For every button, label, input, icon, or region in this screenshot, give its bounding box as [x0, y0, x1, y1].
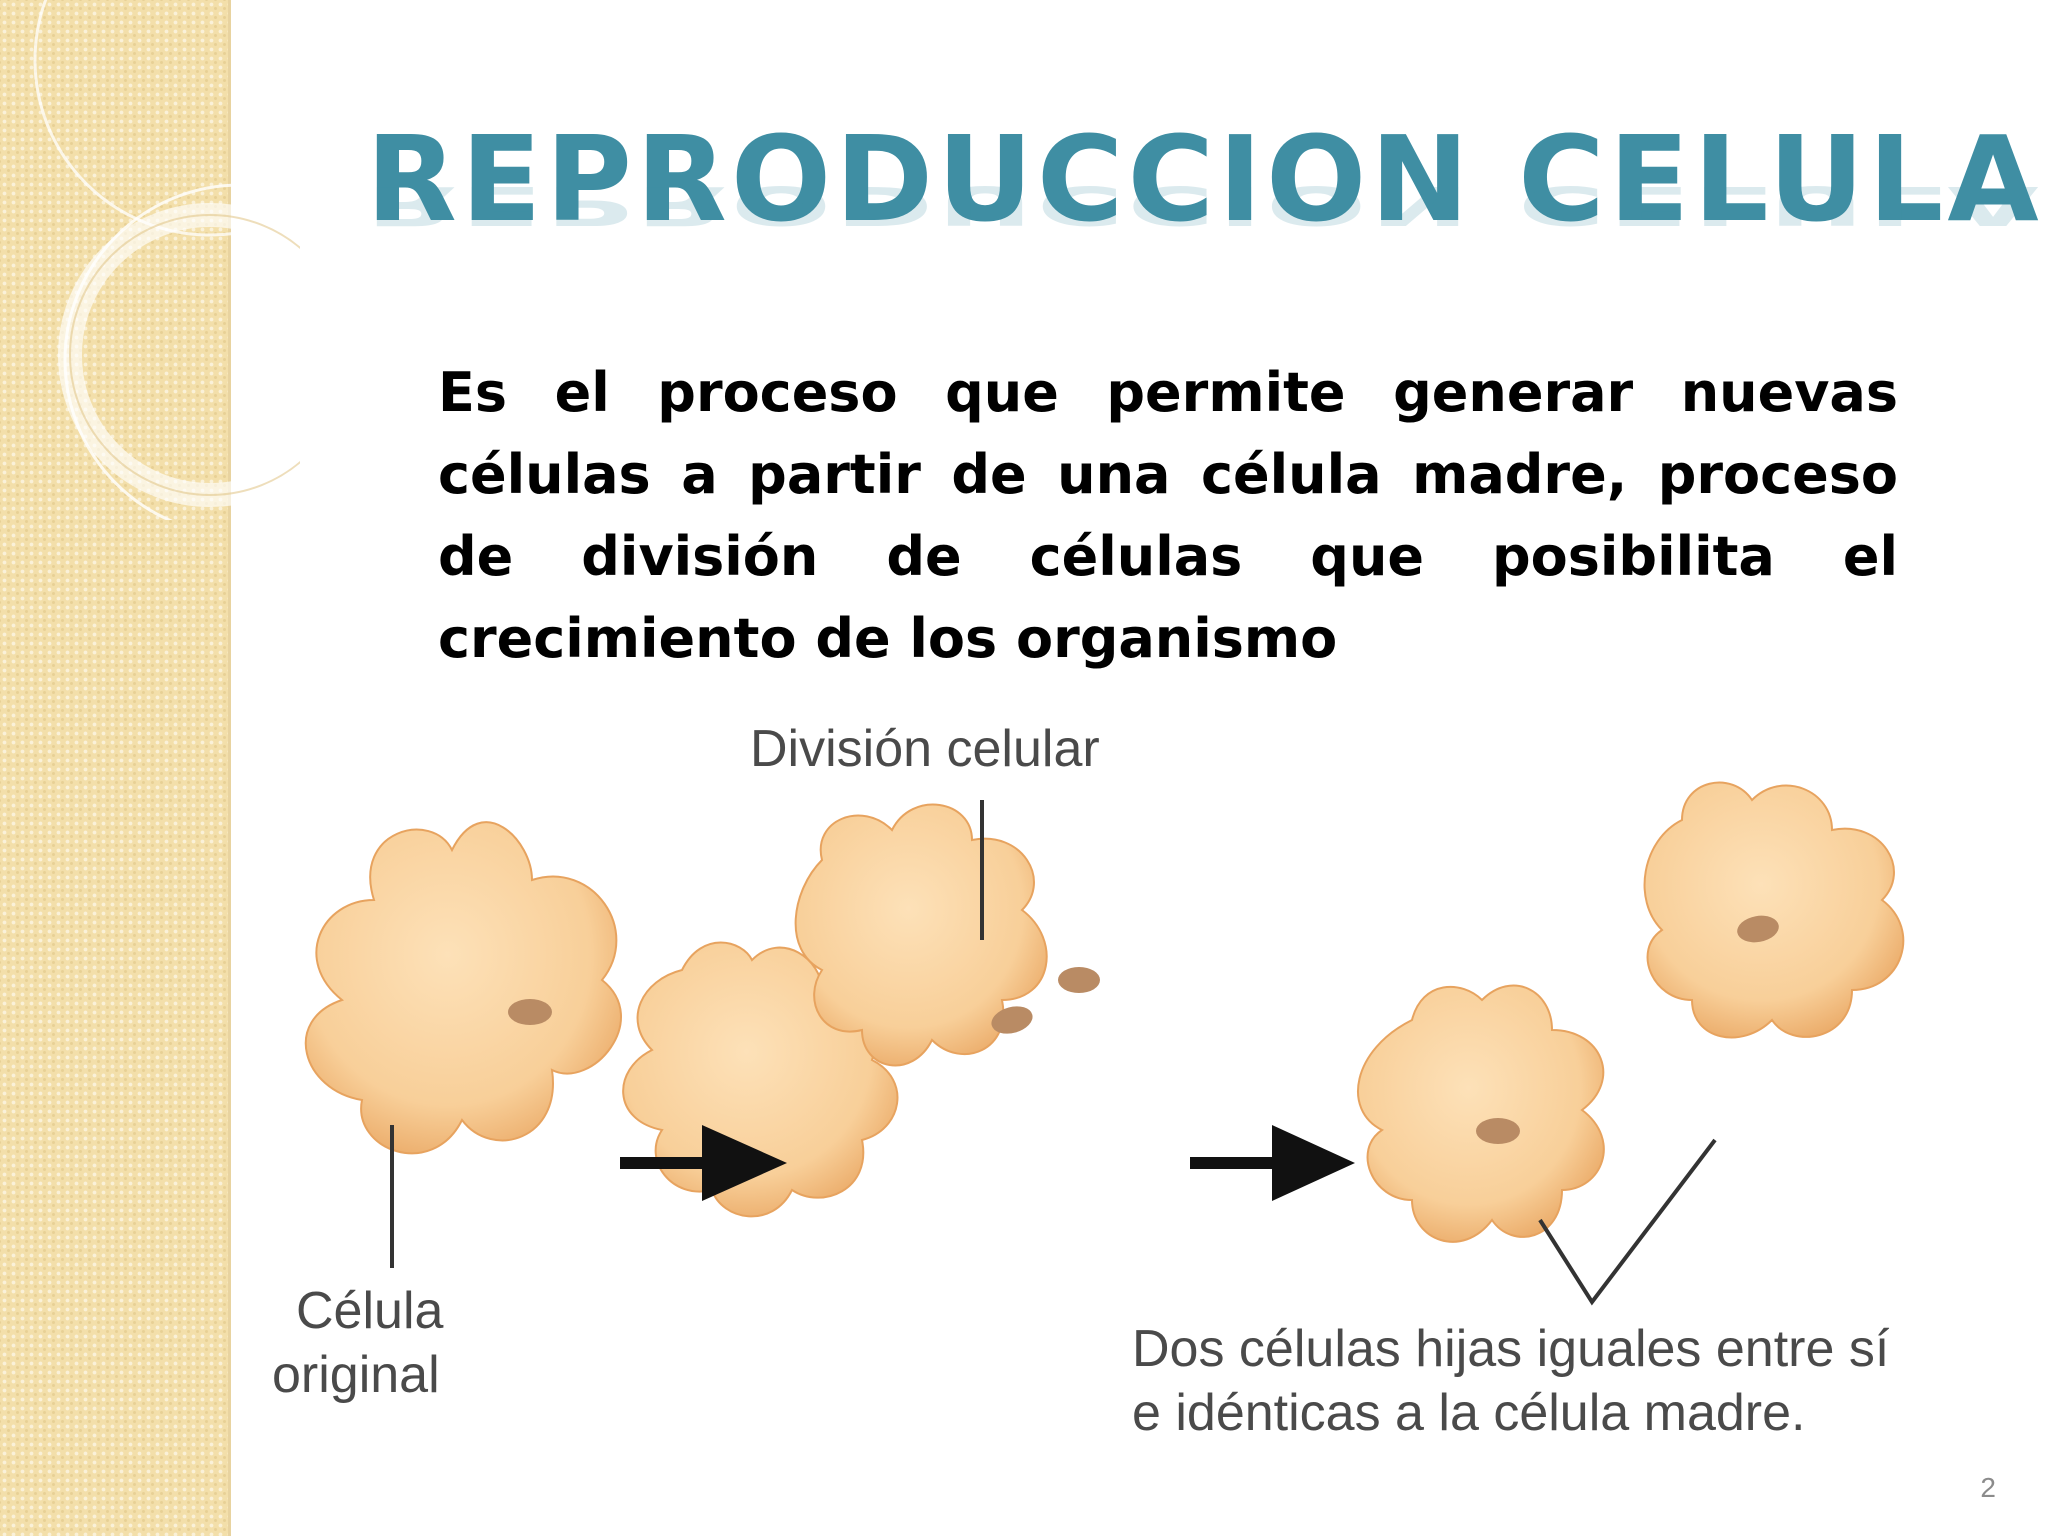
cell-division-figure: División celular Célula original Dos cél… — [262, 700, 1982, 1470]
page-number: 2 — [1980, 1472, 1996, 1503]
dividing-cell — [622, 800, 1100, 1218]
slide-title-reflection: REPRODUCCION CELULAR — [366, 174, 2048, 237]
label-daughters-line2: e idénticas a la célula madre. — [1132, 1384, 1806, 1442]
label-daughters-line1: Dos células hijas iguales entre sí — [1132, 1320, 1890, 1378]
arrow-right-icon — [1190, 1125, 1355, 1201]
label-celula-original-line1: Célula — [296, 1282, 444, 1340]
daughter-cell-right — [1643, 781, 1905, 1039]
cell-division-illustration — [304, 781, 1905, 1306]
arrow-right-icon — [620, 1125, 787, 1201]
daughter-cell-left — [1357, 984, 1605, 1243]
slide-body-text: Es el proceso que permite generar nuevas… — [438, 361, 1898, 670]
slide-title: REPRODUCCION CELULAR — [366, 110, 2048, 248]
label-celula-original-line2: original — [272, 1346, 440, 1404]
label-division-celular: División celular — [750, 720, 1100, 778]
decorative-rings — [33, 0, 300, 520]
daughter-cells-bracket — [1538, 1138, 1717, 1306]
original-cell — [304, 821, 622, 1155]
